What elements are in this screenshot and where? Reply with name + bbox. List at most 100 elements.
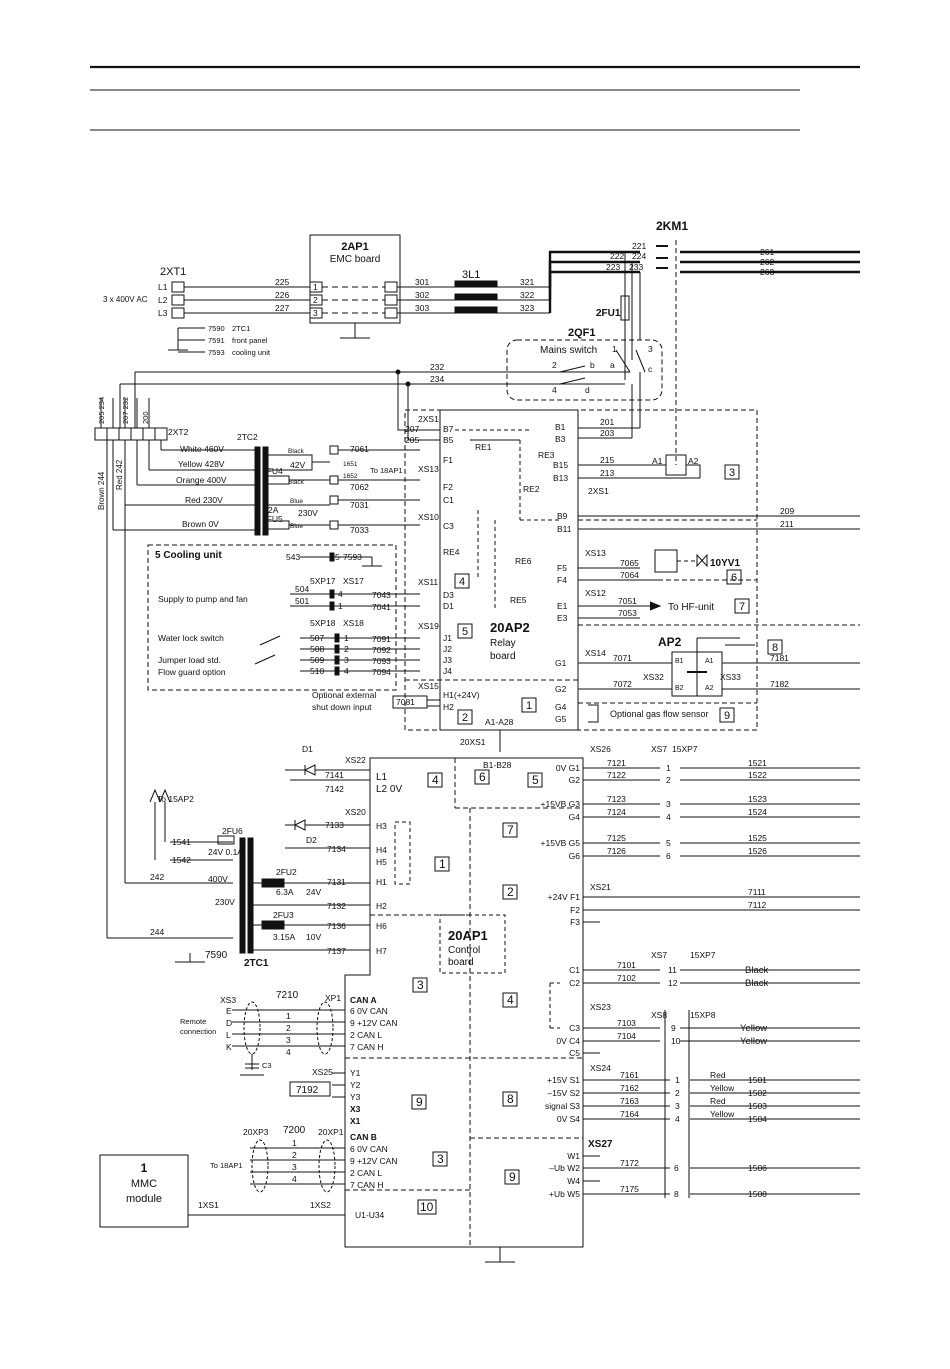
pin-f5: F5 xyxy=(557,563,567,573)
wire-302: 302 xyxy=(415,290,429,300)
wire-7590-tc1: 7590 xyxy=(205,950,228,961)
csec-4: 4 xyxy=(432,773,439,787)
wire-color-yellow-out-1: Yellow xyxy=(740,1023,767,1034)
wire-222: 222 xyxy=(610,251,624,261)
pin-g4: G4 xyxy=(555,702,567,712)
wire-color-black-out-2: Black xyxy=(745,978,768,989)
label-to-18ap1: To 18AP1 xyxy=(370,466,403,475)
can-b-h: 7 CAN H xyxy=(350,1180,384,1190)
label-xs32: XS32 xyxy=(643,672,664,682)
wire-1506: 1506 xyxy=(748,1163,767,1173)
label-l1: L1 xyxy=(158,282,168,292)
csec-9b: 9 xyxy=(509,1170,516,1184)
term8-3: 3 xyxy=(675,1101,680,1111)
wire-7137: 7137 xyxy=(327,946,346,956)
relay-re4: RE4 xyxy=(443,547,460,557)
wire-1652: 1652 xyxy=(343,473,358,480)
wire-7136: 7136 xyxy=(327,921,346,931)
wire-233: 233 xyxy=(629,262,643,272)
pin-l2: L2 0V xyxy=(376,784,402,795)
label-2km1: 2KM1 xyxy=(656,219,688,233)
wire-7071: 7071 xyxy=(613,653,632,663)
labels: 2XT1 L1 L2 L3 3 x 400V AC 225 226 227 2A… xyxy=(97,219,794,1220)
sec-9: 9 xyxy=(724,710,730,722)
label-xs10: XS10 xyxy=(418,512,439,522)
label-b1-b28: B1-B28 xyxy=(483,760,512,770)
pin-b5: B5 xyxy=(443,435,454,445)
wire-1542: 1542 xyxy=(172,855,191,865)
label-can-b: CAN B xyxy=(350,1132,377,1142)
wire-1524: 1524 xyxy=(748,807,767,817)
can-b-wire-3: 3 xyxy=(292,1162,297,1172)
pin-y3: Y3 xyxy=(350,1092,361,1102)
label-xs22: XS22 xyxy=(345,755,366,765)
wire-7091: 7091 xyxy=(372,634,391,644)
wire-7062: 7062 xyxy=(350,482,369,492)
csec-6: 6 xyxy=(479,770,486,784)
can-a-l: 2 CAN L xyxy=(350,1030,382,1040)
cool18-pin-1: 1 xyxy=(344,633,349,643)
label-xs13-right: XS13 xyxy=(585,548,606,558)
pin-ctrl-c3: C3 xyxy=(569,1023,580,1033)
wire-7061: 7061 xyxy=(350,444,369,454)
wire-7210: 7210 xyxy=(276,990,299,1001)
pin-f4: F4 xyxy=(557,575,567,585)
emc-pin-2: 2 xyxy=(313,295,318,305)
label-xs7-b: XS7 xyxy=(651,950,667,960)
wire-501: 501 xyxy=(295,596,309,606)
wire-color-yellow-2: Yellow xyxy=(710,1109,735,1119)
wire-321: 321 xyxy=(520,277,534,287)
cool18-pin-3: 3 xyxy=(344,655,349,665)
relay-re2: RE2 xyxy=(523,484,540,494)
label-2fu2: 2FU2 xyxy=(276,867,297,877)
wire-7081: 7081 xyxy=(396,697,415,707)
tap-white: White 460V xyxy=(180,444,224,454)
label-flow-guard: Flow guard option xyxy=(158,667,226,677)
wire-7072: 7072 xyxy=(613,679,632,689)
tap-brown: Brown 0V xyxy=(182,519,219,529)
term7-3: 3 xyxy=(666,799,671,809)
wire-209: 209 xyxy=(780,506,794,516)
wire-1523: 1523 xyxy=(748,794,767,804)
label-2fu3-rating: 3.15A xyxy=(273,932,296,942)
wire-7172: 7172 xyxy=(620,1158,639,1168)
label-15xp7: 15XP7 xyxy=(672,744,698,754)
label-connection: connection xyxy=(180,1027,216,1036)
pin-y2: Y2 xyxy=(350,1080,361,1090)
wire-508: 508 xyxy=(310,644,324,654)
mmc-module-label: module xyxy=(126,1193,162,1205)
wire-7175: 7175 xyxy=(620,1184,639,1194)
csec-4b: 4 xyxy=(507,993,514,1007)
label-jumper-load: Jumper load std. xyxy=(158,655,221,665)
wire-color-yellow-1: Yellow xyxy=(710,1083,735,1093)
pin-ctrl-g2: G2 xyxy=(569,775,581,785)
label-xs13: XS13 xyxy=(418,464,439,474)
term-w-8: 8 xyxy=(674,1189,679,1199)
wire-7132: 7132 xyxy=(327,901,346,911)
wire-color-black-2: Black xyxy=(288,479,305,486)
can-b-0v: 6 0V CAN xyxy=(350,1144,388,1154)
label-2tc1: 2TC1 xyxy=(244,958,269,969)
wire-7041: 7041 xyxy=(372,602,391,612)
pin-c2: C2 xyxy=(569,978,580,988)
qf-contact-a: a xyxy=(610,360,615,370)
pin-x1: X1 xyxy=(350,1116,361,1126)
relay-board-title: 20AP2 xyxy=(490,620,530,635)
qf-pin-1: 1 xyxy=(612,344,617,354)
wire-7593: 7593 xyxy=(208,348,225,357)
label-water-lock: Water lock switch xyxy=(158,633,224,643)
pin-ctrl-c1: C1 xyxy=(569,965,580,975)
label-supply: 3 x 400V AC xyxy=(103,295,148,304)
voltage-10v: 10V xyxy=(306,932,321,942)
wire-1502: 1502 xyxy=(748,1088,767,1098)
label-can-a: CAN A xyxy=(350,995,377,1005)
pin-g5: G5 xyxy=(555,714,567,724)
term7-6: 6 xyxy=(666,851,671,861)
wire-7123: 7123 xyxy=(607,794,626,804)
wire-213: 213 xyxy=(600,468,614,478)
wire-7181: 7181 xyxy=(770,653,789,663)
label-u1-u34: U1-U34 xyxy=(355,1210,385,1220)
label-5xp17: 5XP17 xyxy=(310,576,336,586)
cool18-pin-4: 4 xyxy=(344,666,349,676)
